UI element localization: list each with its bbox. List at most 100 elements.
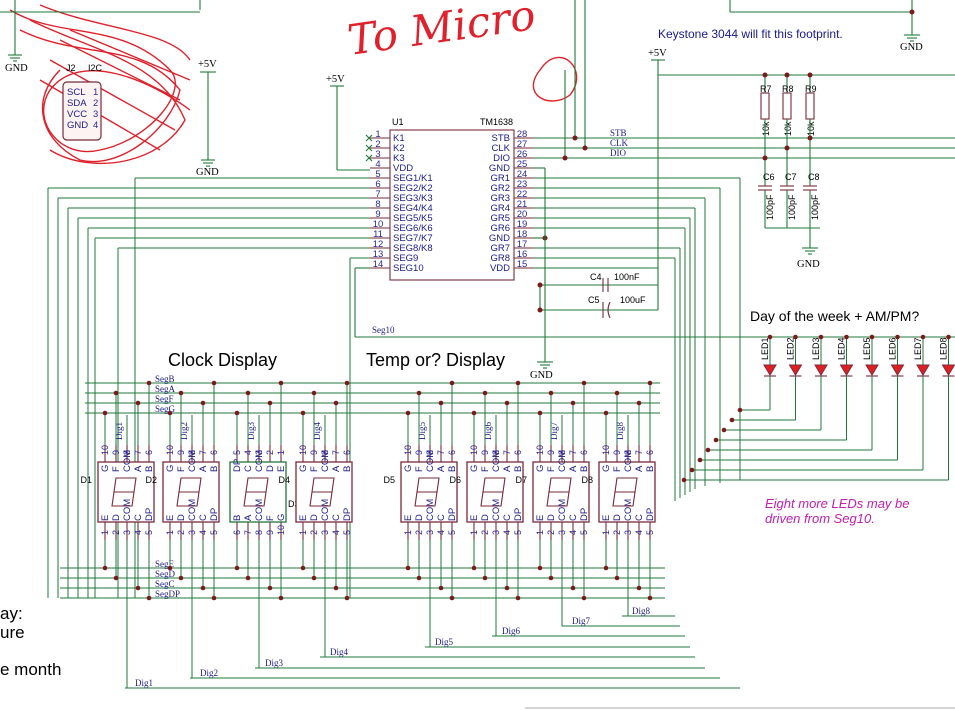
display-pin-num: 2 — [546, 530, 556, 535]
display-pin-label: B — [645, 466, 656, 472]
display-pin-num: 7 — [331, 450, 341, 455]
display-pin-label: A — [331, 465, 342, 472]
led-ref: LED4 — [837, 337, 847, 360]
display-pin-num: 1 — [165, 530, 175, 535]
u1-pin-name: GR2 — [490, 183, 510, 194]
display-ref: D7 — [515, 475, 527, 485]
seg10-net: Seg10 — [354, 267, 955, 338]
display-ref: D3 — [288, 499, 300, 509]
display-digit-net: Dig2 — [179, 422, 189, 440]
display-pin-num: 2 — [480, 530, 490, 535]
display-pin-label: E — [535, 515, 546, 521]
u1-pin-num: 8 — [375, 199, 380, 210]
display-pin-num: 3 — [254, 450, 264, 455]
u1-pin-num: 3 — [375, 149, 380, 160]
svg-text:GND: GND — [196, 167, 219, 178]
u1-pin-name: SEG7/K7 — [393, 233, 433, 244]
svg-text:GND: GND — [67, 120, 88, 131]
svg-text:J2: J2 — [66, 63, 76, 73]
keystone-note: Keystone 3044 will fit this footprint. — [658, 27, 843, 41]
svg-text:I2C: I2C — [88, 63, 103, 73]
display-pin-num: 5 — [645, 530, 655, 535]
display-pin-label: COM — [320, 450, 331, 472]
display-pin-num: 6 — [232, 530, 242, 535]
display-ref: D1 — [80, 475, 92, 485]
led-8: LED8 — [681, 334, 955, 483]
u1-pin-num: 17 — [517, 239, 528, 250]
display-pin-num: 1 — [298, 530, 308, 535]
display-pin-label: F — [546, 466, 557, 472]
display-pin-num: 3 — [557, 530, 567, 535]
u1-pin-num: 12 — [373, 239, 384, 250]
u1-pin-num: 23 — [517, 179, 528, 190]
display-pin-label: COM — [187, 450, 198, 472]
display-pin-num: 9 — [309, 450, 319, 455]
display-pin-label: B — [232, 515, 243, 521]
display-pin-label: A — [436, 465, 447, 472]
temp-display-title: Temp or? Display — [366, 350, 505, 370]
u1-pin-name: SEG3/K3 — [393, 193, 433, 204]
svg-text:GND: GND — [900, 42, 923, 53]
svg-text:U1: U1 — [392, 117, 404, 127]
display-pin-num: 2 — [176, 530, 186, 535]
display-pin-num: 10 — [276, 525, 286, 535]
display-pin-num: 6 — [513, 450, 523, 455]
digit-net-label: Dig6 — [502, 626, 521, 636]
resistor-body — [760, 92, 770, 120]
display-pin-num: 7 — [133, 450, 143, 455]
resistor-value: 10k — [783, 121, 793, 136]
u1-pin-name: GND — [489, 163, 510, 174]
signal-lines: STB CLK DIO — [533, 128, 955, 161]
side-text-1: ay: — [0, 604, 23, 623]
display-digit-net: Dig1 — [114, 422, 124, 440]
display-pin-num: 9 — [265, 530, 275, 535]
display-digit-net: Dig8 — [615, 422, 625, 441]
digit-net-label: Dig4 — [330, 647, 349, 657]
u1-pin-num: 21 — [517, 199, 528, 210]
display-pin-num: 8 — [320, 450, 330, 455]
display-pin-num: 10 — [535, 445, 545, 455]
u1-pin-num: 19 — [517, 219, 528, 230]
display-pin-num: 5 — [579, 530, 589, 535]
display-pin-label: C — [198, 514, 209, 521]
display-pin-label: E — [165, 515, 176, 521]
display-pin-label: A — [634, 465, 645, 472]
display-pin-label: E — [601, 515, 612, 521]
vcc-5v-j2: +5V GND — [196, 59, 219, 178]
cap-value: 100pF — [810, 194, 820, 220]
display-pin-label: COM — [557, 450, 568, 472]
u1-pin-num: 20 — [517, 209, 528, 220]
display-pin-num: 6 — [645, 450, 655, 455]
display-pin-num: 10 — [100, 445, 110, 455]
display-pin-num: 7 — [634, 450, 644, 455]
u1-pin-name: GR8 — [490, 253, 510, 264]
led-ref: LED3 — [811, 337, 821, 360]
display-pin-num: 3 — [122, 530, 132, 535]
display-pin-label: F — [612, 466, 623, 472]
display-pin-num: 5 — [513, 530, 523, 535]
display-pin-label: F — [480, 466, 491, 472]
display-pin-label: DP — [144, 508, 155, 521]
display-pin-label: COM — [425, 499, 436, 521]
display-pin-label: E — [100, 515, 111, 521]
display-pin-num: 4 — [198, 530, 208, 535]
display-pin-num: 8 — [491, 450, 501, 455]
led-5: LED5 — [705, 334, 879, 453]
display-pin-label: DP — [513, 508, 524, 521]
seg-net-label: SegC — [155, 579, 175, 589]
seg-net-label: SegE — [155, 559, 175, 569]
led-ref: LED2 — [786, 337, 796, 360]
led-ref: LED5 — [862, 337, 872, 360]
u1-pin-num: 14 — [373, 259, 384, 270]
svg-text:SDA: SDA — [67, 98, 87, 109]
display-pin-label: B — [342, 466, 353, 472]
display-pin-label: C — [243, 465, 254, 472]
display-pin-label: D — [265, 465, 276, 472]
cap-ref: C7 — [785, 172, 797, 182]
display-pin-num: 8 — [254, 530, 264, 535]
display-pin-num: 10 — [165, 445, 175, 455]
display-pin-num: 7 — [436, 450, 446, 455]
